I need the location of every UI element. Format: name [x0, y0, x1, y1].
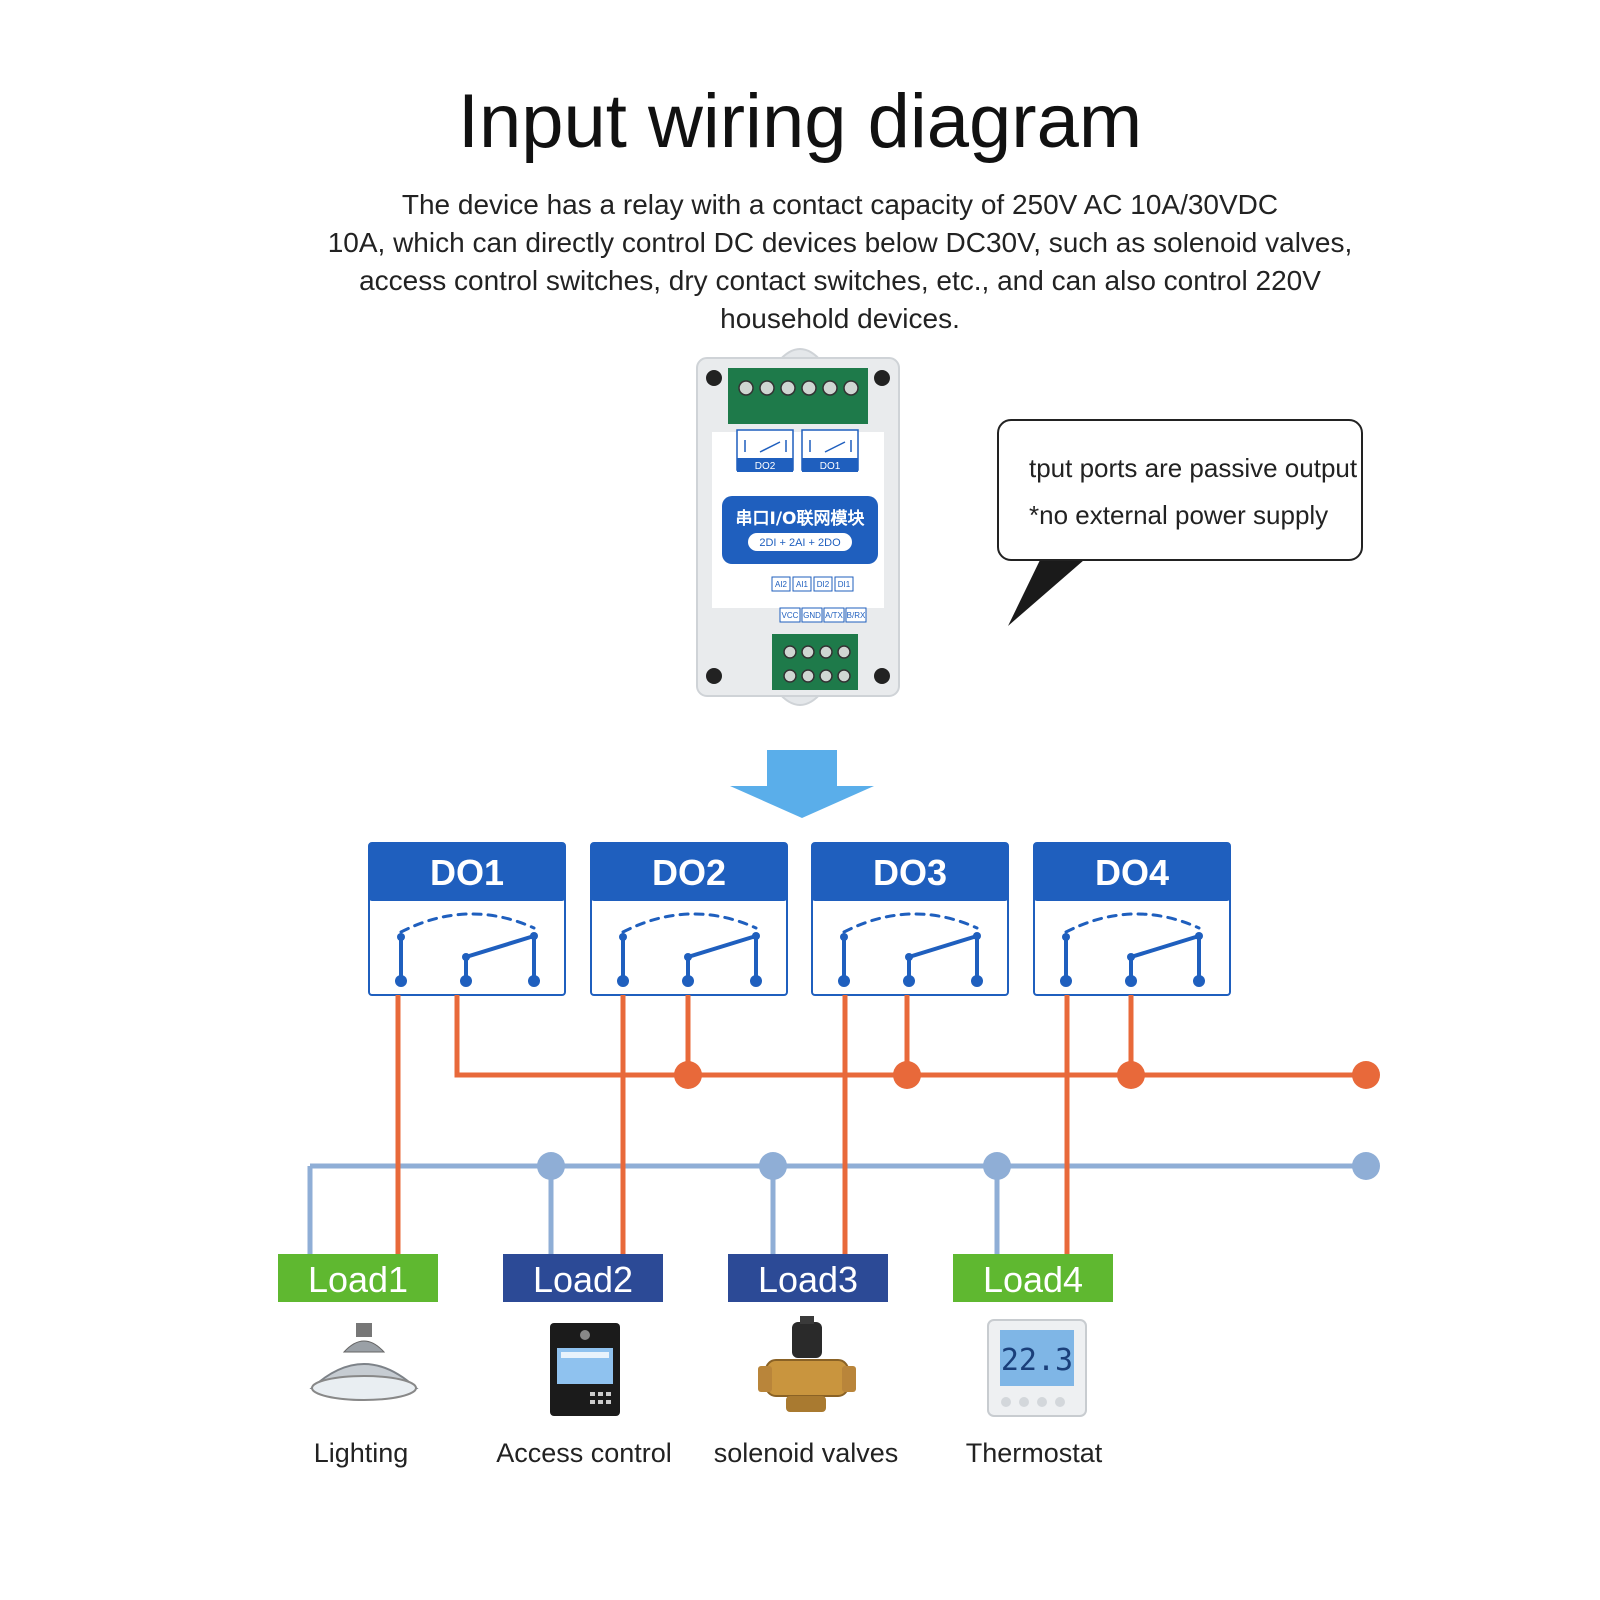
- load-caption: Thermostat: [965, 1438, 1103, 1468]
- relay-switch-icon: [1060, 912, 1205, 987]
- relay-label: DO3: [873, 852, 947, 893]
- lamp-icon: [309, 1323, 419, 1401]
- load-label: Load2: [533, 1259, 633, 1300]
- description-line: 10A, which can directly control DC devic…: [327, 227, 1353, 258]
- load-caption: solenoid valves: [713, 1438, 899, 1468]
- solenoid-valve-icon: [758, 1316, 856, 1412]
- device-relay-label: DO2: [755, 461, 776, 472]
- description-line: access control switches, dry contact swi…: [359, 265, 1321, 296]
- junction-dot: [893, 1061, 921, 1089]
- device-relay-label: DO1: [820, 461, 841, 472]
- junction-dot: [537, 1152, 565, 1180]
- relay-do4: DO4: [1033, 842, 1231, 996]
- description-line: household devices.: [720, 303, 960, 334]
- load-group: Load1 Load2 Load3 Load4: [278, 1254, 1113, 1302]
- junction-dot: [674, 1061, 702, 1089]
- device-chinese-label: 串口I/O联网模块: [736, 508, 866, 529]
- junction-dot: [983, 1152, 1011, 1180]
- mount-hole-icon: [706, 370, 722, 386]
- down-arrow-icon: [730, 750, 874, 818]
- device-spec: 2DI + 2AI + 2DO: [759, 537, 841, 549]
- port-label: VCC: [782, 611, 799, 620]
- device-label-panel: [722, 496, 878, 564]
- relay-switch-icon: [395, 912, 540, 987]
- thermostat-reading: 22.3: [1001, 1343, 1073, 1378]
- load-box-3: Load3: [728, 1254, 888, 1302]
- relay-label: DO4: [1095, 852, 1169, 893]
- thermostat-icon: 22.3: [987, 1319, 1087, 1417]
- load-box-2: Load2: [503, 1254, 663, 1302]
- relay-do1: DO1: [368, 842, 566, 996]
- relay-label: DO1: [430, 852, 504, 893]
- wire-group: [307, 995, 1380, 1254]
- relay-switch-icon: [617, 912, 762, 987]
- io-module-device: DO2 DO1 串口I/O联网模块 2DI + 2AI + 2DO AI2 AI…: [696, 348, 900, 706]
- relay-do3: DO3: [811, 842, 1009, 996]
- callout-line: tput ports are passive output: [1029, 453, 1358, 483]
- callout-line: *no external power supply: [1029, 500, 1329, 530]
- load-caption: Access control: [496, 1438, 672, 1468]
- access-control-panel-icon: [550, 1323, 620, 1416]
- junction-dot: [1117, 1061, 1145, 1089]
- relay-do2: DO2: [590, 842, 788, 996]
- description-line: The device has a relay with a contact ca…: [401, 189, 1279, 220]
- top-terminal-block: [728, 368, 868, 424]
- port-label: GND: [803, 611, 821, 620]
- common-bus-wire: [454, 995, 1366, 1078]
- callout-bubble: tput ports are passive output *no extern…: [997, 419, 1363, 561]
- port-label: DI1: [838, 580, 851, 589]
- load-caption: Lighting: [313, 1438, 409, 1468]
- page-title: Input wiring diagram: [457, 79, 1143, 164]
- junction-dot: [759, 1152, 787, 1180]
- mount-hole-icon: [706, 668, 722, 684]
- mount-hole-icon: [874, 668, 890, 684]
- callout-tail: [1008, 560, 1084, 626]
- relay-switch-icon: [838, 912, 983, 987]
- port-label: B/RX: [847, 611, 866, 620]
- relay-label: DO2: [652, 852, 726, 893]
- relay-group: DO1 DO2 DO3 DO4: [368, 842, 1231, 996]
- port-label: A/TX: [825, 611, 843, 620]
- port-label: DI2: [817, 580, 830, 589]
- description: The device has a relay with a contact ca…: [300, 186, 1380, 338]
- junction-dot: [1352, 1152, 1380, 1180]
- load-box-1: Load1: [278, 1254, 438, 1302]
- mount-hole-icon: [874, 370, 890, 386]
- port-label: AI1: [796, 580, 809, 589]
- load-label: Load4: [983, 1259, 1083, 1300]
- load-label: Load3: [758, 1259, 858, 1300]
- port-label: AI2: [775, 580, 788, 589]
- load-label: Load1: [308, 1259, 408, 1300]
- junction-dot: [1352, 1061, 1380, 1089]
- load-box-4: Load4: [953, 1254, 1113, 1302]
